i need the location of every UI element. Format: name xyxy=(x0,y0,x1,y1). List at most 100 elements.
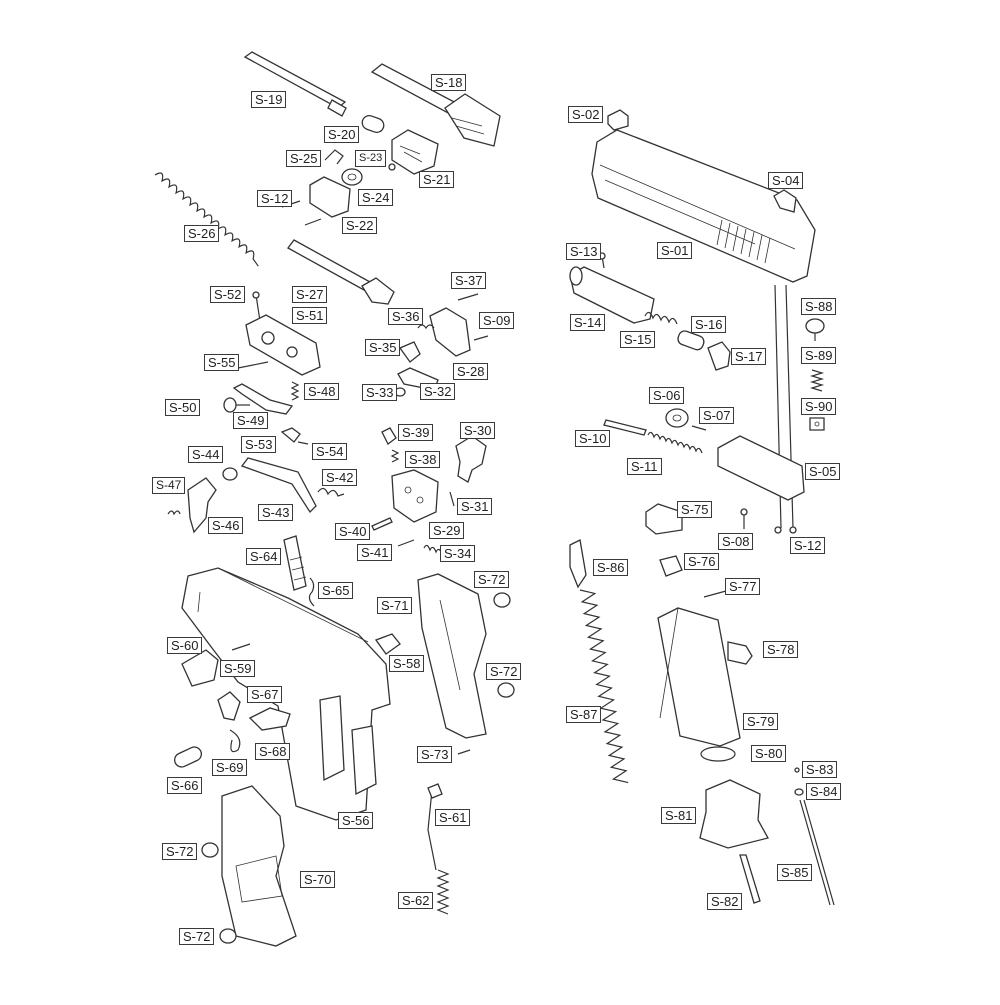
lever-s67 xyxy=(217,691,241,721)
label-s87: S-87 xyxy=(566,706,602,723)
label-s38: S-38 xyxy=(405,451,441,468)
small-s84 xyxy=(794,788,804,796)
part-s61 xyxy=(427,783,443,871)
label-s01: S-01 xyxy=(657,242,693,259)
hop-up-rubber-s24 xyxy=(341,168,363,186)
label-s56: S-56 xyxy=(338,812,374,829)
label-s22: S-22 xyxy=(342,217,378,234)
block-s75 xyxy=(645,503,683,535)
label-s68: S-68 xyxy=(255,743,291,760)
label-s82: S-82 xyxy=(707,893,743,910)
spring-s15 xyxy=(644,311,678,325)
label-s41: S-41 xyxy=(357,544,393,561)
spring-s42 xyxy=(317,487,345,497)
screw-s12b xyxy=(774,526,797,534)
label-s46: S-46 xyxy=(208,517,244,534)
label-s85: S-85 xyxy=(777,864,813,881)
screw-s73 xyxy=(457,749,471,755)
pin-s52 xyxy=(252,291,261,322)
chamber-block-s22 xyxy=(281,176,351,226)
screw-s50 xyxy=(223,397,250,413)
barrel-bushing-s20 xyxy=(361,114,385,134)
label-s07: S-07 xyxy=(699,407,735,424)
label-s25: S-25 xyxy=(286,150,322,167)
trigger-s46 xyxy=(187,477,217,534)
part-s90 xyxy=(809,417,825,431)
small-s83 xyxy=(794,767,800,773)
spring-s87 xyxy=(579,589,629,784)
spring-s38 xyxy=(390,449,400,463)
label-s51: S-51 xyxy=(292,307,328,324)
label-s55: S-55 xyxy=(204,354,240,371)
label-s66: S-66 xyxy=(167,777,203,794)
label-s43: S-43 xyxy=(258,504,294,521)
screw-s72c xyxy=(497,682,515,698)
label-s86: S-86 xyxy=(593,559,629,576)
label-s12a: S-12 xyxy=(257,190,293,207)
label-s53: S-53 xyxy=(241,436,277,453)
lever-s43 xyxy=(240,457,317,514)
label-s27: S-27 xyxy=(292,286,328,303)
screw-s07 xyxy=(691,425,707,431)
outer-barrel-s18 xyxy=(370,63,501,147)
label-s34: S-34 xyxy=(440,545,476,562)
part-s64 xyxy=(283,535,307,591)
housing-s05 xyxy=(717,435,805,501)
slide-s01 xyxy=(591,129,816,283)
pin-s41 xyxy=(397,539,415,547)
label-s73: S-73 xyxy=(417,746,453,763)
base-s81 xyxy=(699,779,769,849)
rod-s85 xyxy=(799,799,835,906)
spring-s47 xyxy=(167,510,181,516)
clip-s17 xyxy=(707,341,731,371)
label-s47: S-47 xyxy=(152,477,186,494)
label-s72b: S-72 xyxy=(474,571,510,588)
label-s18: S-18 xyxy=(431,74,467,91)
housing-s51 xyxy=(245,314,321,376)
label-s81: S-81 xyxy=(661,807,697,824)
label-s50: S-50 xyxy=(165,399,201,416)
screw-s08 xyxy=(740,508,748,529)
recoil-guide-s27 xyxy=(287,239,395,305)
label-s26: S-26 xyxy=(184,225,220,242)
pin-s66 xyxy=(174,746,202,768)
follower-s86 xyxy=(569,539,587,589)
label-s80: S-80 xyxy=(751,745,787,762)
label-s08: S-08 xyxy=(718,533,754,550)
label-s21: S-21 xyxy=(419,171,455,188)
label-s75: S-75 xyxy=(677,501,713,518)
label-s58: S-58 xyxy=(389,655,425,672)
label-s36: S-36 xyxy=(388,308,424,325)
spring-s89 xyxy=(809,369,825,392)
label-s89: S-89 xyxy=(801,347,837,364)
label-s83: S-83 xyxy=(802,761,838,778)
pin-s54 xyxy=(297,441,309,445)
screw-s59 xyxy=(231,643,251,651)
label-s84: S-84 xyxy=(806,783,842,800)
spring-s11 xyxy=(647,431,703,454)
label-s65: S-65 xyxy=(318,582,354,599)
valve-s16 xyxy=(677,330,705,351)
label-s52: S-52 xyxy=(210,286,246,303)
piston-s14 xyxy=(569,266,655,324)
label-s15: S-15 xyxy=(620,331,656,348)
bolt-s82 xyxy=(739,854,761,904)
label-s31: S-31 xyxy=(457,498,493,515)
outer-barrel-s19 xyxy=(243,51,347,117)
part-s39 xyxy=(381,427,397,445)
pin-s77 xyxy=(703,590,727,598)
hop-up-chamber-s21 xyxy=(391,129,439,175)
part-s58 xyxy=(374,633,401,655)
label-s06: S-06 xyxy=(649,387,685,404)
label-s13: S-13 xyxy=(566,243,602,260)
hammer-s30 xyxy=(455,435,487,483)
label-s29: S-29 xyxy=(429,522,465,539)
label-s69: S-69 xyxy=(212,759,248,776)
valve-s78 xyxy=(727,641,753,665)
washer-s06 xyxy=(665,408,689,428)
spring-s69 xyxy=(229,729,241,753)
label-s35: S-35 xyxy=(365,339,401,356)
label-s32: S-32 xyxy=(420,383,456,400)
spring-s34 xyxy=(423,544,443,555)
